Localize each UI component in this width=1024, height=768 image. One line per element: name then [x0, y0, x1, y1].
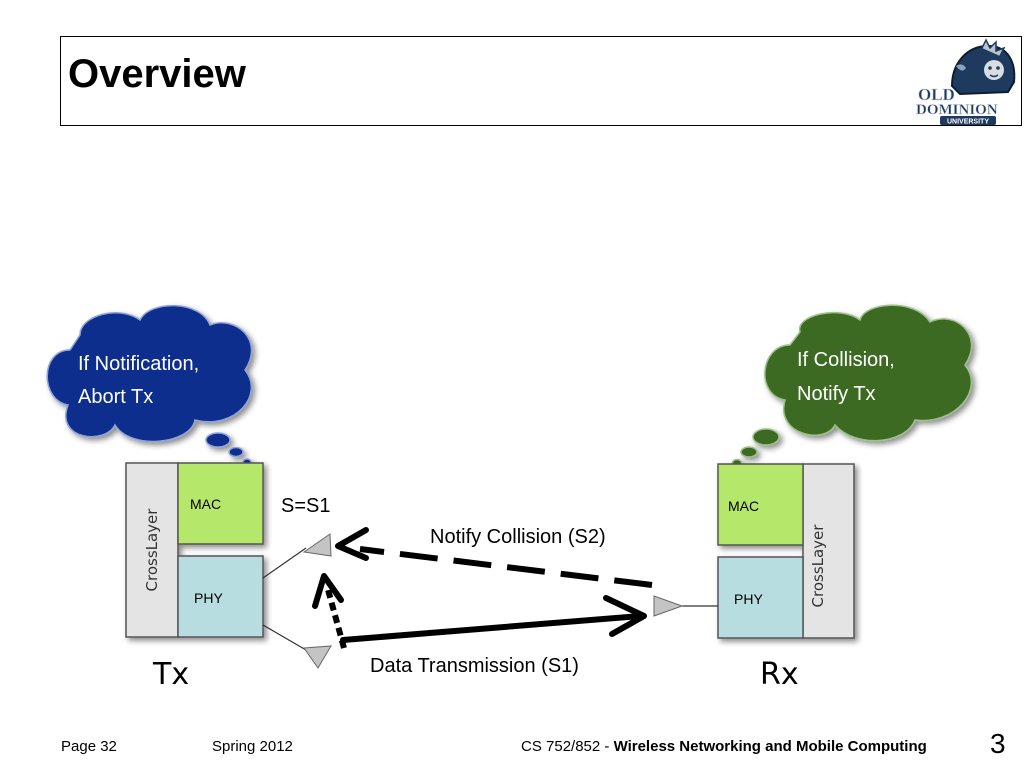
- footer-course-prefix: CS 752/852 -: [521, 738, 614, 755]
- rx-phy-label: PHY: [734, 591, 763, 607]
- tx-thought-line-1: If Notification,: [78, 353, 199, 375]
- lion-emblem-icon: [950, 38, 1016, 96]
- rx-thought-line-2: Notify Tx: [797, 383, 876, 405]
- slide-number: 3: [990, 728, 1006, 759]
- data-transmission-arrow: [340, 595, 647, 643]
- rx-stack: [717, 463, 855, 639]
- rx-mac-block: [717, 463, 804, 546]
- title-frame: [60, 36, 1022, 126]
- university-logo: OLD DOMINION UNIVERSITY: [916, 38, 1016, 126]
- tx-stack: [125, 462, 264, 638]
- footer-term: Spring 2012: [212, 738, 293, 755]
- tx-phy-block: [177, 555, 264, 638]
- data-transmission-label: Data Transmission (S1): [370, 655, 579, 677]
- rx-thought-line-1: If Collision,: [797, 349, 895, 371]
- notify-collision-arrow: [335, 527, 653, 588]
- footer-course: CS 752/852 - Wireless Networking and Mob…: [521, 738, 927, 755]
- slide-title: Overview: [68, 52, 246, 96]
- tx-crosslayer-label: CrossLayer: [143, 508, 161, 592]
- rx-node-label: Rx: [760, 657, 799, 692]
- rx-antenna: [653, 595, 718, 617]
- footer-course-title: Wireless Networking and Mobile Computing: [613, 738, 927, 755]
- tx-state-label: S=S1: [281, 495, 330, 517]
- rx-phy-block: [717, 556, 804, 639]
- tx-mac-block: [177, 462, 264, 545]
- tx-antenna-lower: [262, 624, 332, 669]
- tx-antenna-upper: [262, 533, 332, 579]
- tx-mac-label: MAC: [190, 496, 221, 512]
- tx-phy-label: PHY: [194, 590, 223, 606]
- rx-crosslayer-block: [802, 463, 855, 639]
- rx-crosslayer-label: CrossLayer: [809, 524, 827, 608]
- logo-text-university: UNIVERSITY: [947, 119, 989, 126]
- rx-mac-label: MAC: [728, 498, 759, 514]
- internal-feedback-arrow: [312, 573, 347, 649]
- footer-page: Page 32: [61, 738, 117, 755]
- logo-text-old: OLD: [918, 85, 955, 104]
- logo-text-dominion: DOMINION: [916, 102, 998, 118]
- tx-thought-line-2: Abort Tx: [78, 386, 153, 408]
- tx-node-label: Tx: [152, 657, 189, 692]
- tx-crosslayer-block: [125, 462, 179, 638]
- notify-collision-label: Notify Collision (S2): [430, 526, 606, 548]
- rx-thought-cloud: [731, 304, 973, 468]
